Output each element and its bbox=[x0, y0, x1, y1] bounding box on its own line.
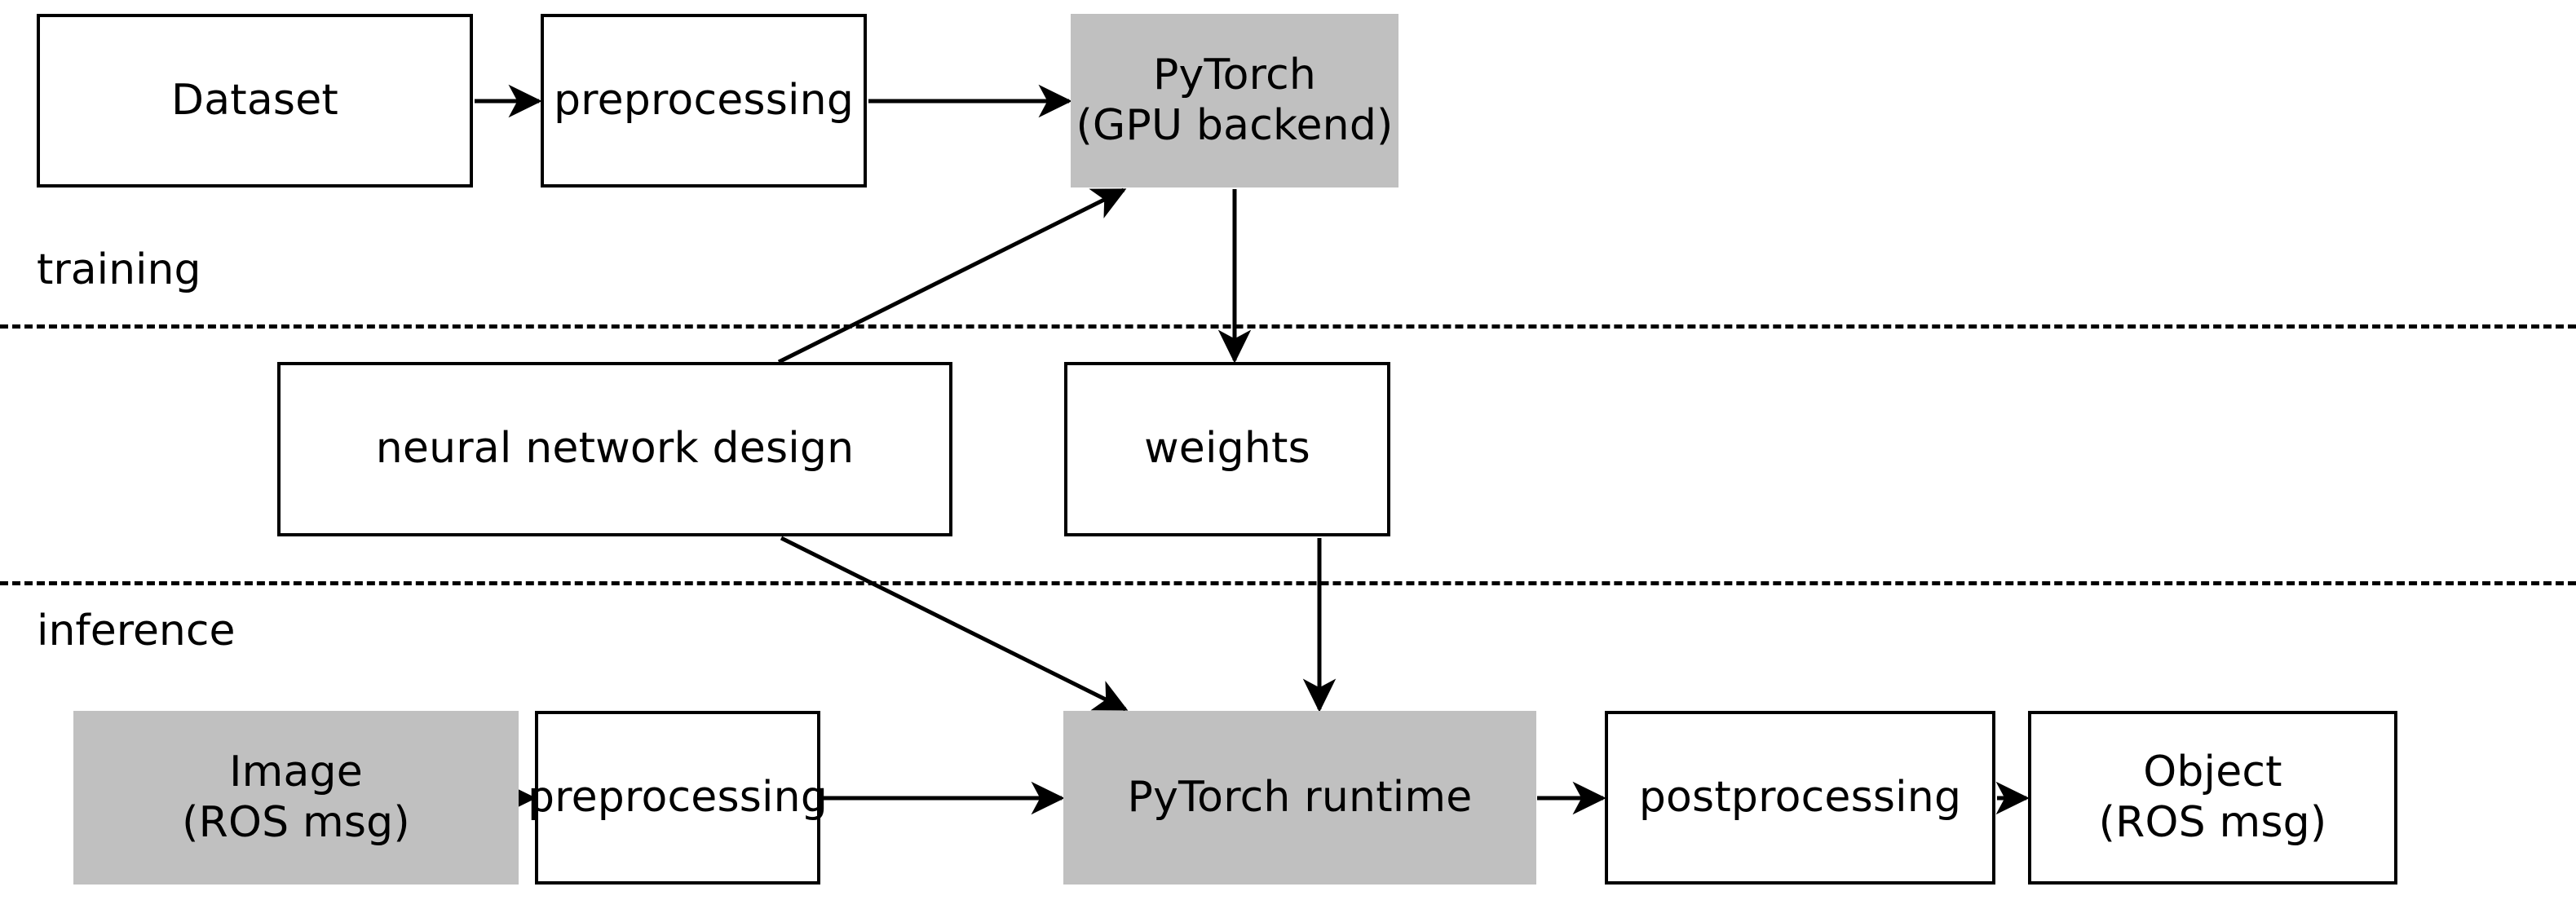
node-neural-network-design-label: neural network design bbox=[375, 424, 855, 474]
node-dataset[interactable]: Dataset bbox=[37, 14, 473, 188]
node-preprocessing-inference-label: preprocessing bbox=[527, 772, 828, 822]
node-pytorch-runtime-label: PyTorch runtime bbox=[1127, 772, 1473, 822]
edge-nn-design-to-pytorch-runtime bbox=[780, 536, 1129, 712]
node-pytorch-runtime[interactable]: PyTorch runtime bbox=[1063, 711, 1536, 885]
node-image-ros-msg[interactable]: Image (ROS msg) bbox=[73, 711, 519, 885]
edge-nn-design-to-pytorch-gpu bbox=[777, 188, 1127, 364]
band-label-training: training bbox=[37, 245, 201, 294]
node-object-ros-msg-sublabel: (ROS msg) bbox=[2098, 797, 2327, 847]
band-label-inference: inference bbox=[37, 607, 236, 655]
node-preprocessing-inference[interactable]: preprocessing bbox=[528, 711, 828, 885]
node-pytorch-gpu-backend-label: PyTorch bbox=[1152, 51, 1317, 100]
node-preprocessing-training[interactable]: preprocessing bbox=[541, 14, 867, 188]
node-postprocessing[interactable]: postprocessing bbox=[1605, 711, 1995, 885]
node-weights-label: weights bbox=[1144, 424, 1310, 474]
node-object-ros-msg[interactable]: Object (ROS msg) bbox=[2028, 711, 2397, 885]
node-weights[interactable]: weights bbox=[1064, 362, 1390, 536]
node-postprocessing-label: postprocessing bbox=[1638, 772, 1962, 822]
node-preprocessing-training-label: preprocessing bbox=[553, 75, 855, 125]
node-image-ros-msg-label: Image bbox=[229, 748, 363, 797]
node-dataset-label: Dataset bbox=[170, 75, 339, 125]
node-neural-network-design[interactable]: neural network design bbox=[277, 362, 952, 536]
node-pytorch-gpu-backend[interactable]: PyTorch (GPU backend) bbox=[1071, 14, 1398, 188]
node-image-ros-msg-sublabel: (ROS msg) bbox=[182, 797, 410, 847]
divider-training-inference-top bbox=[0, 324, 2576, 329]
divider-training-inference-bottom bbox=[0, 581, 2576, 585]
node-object-ros-msg-label: Object bbox=[2143, 748, 2282, 797]
node-pytorch-gpu-backend-sublabel: (GPU backend) bbox=[1076, 100, 1394, 150]
